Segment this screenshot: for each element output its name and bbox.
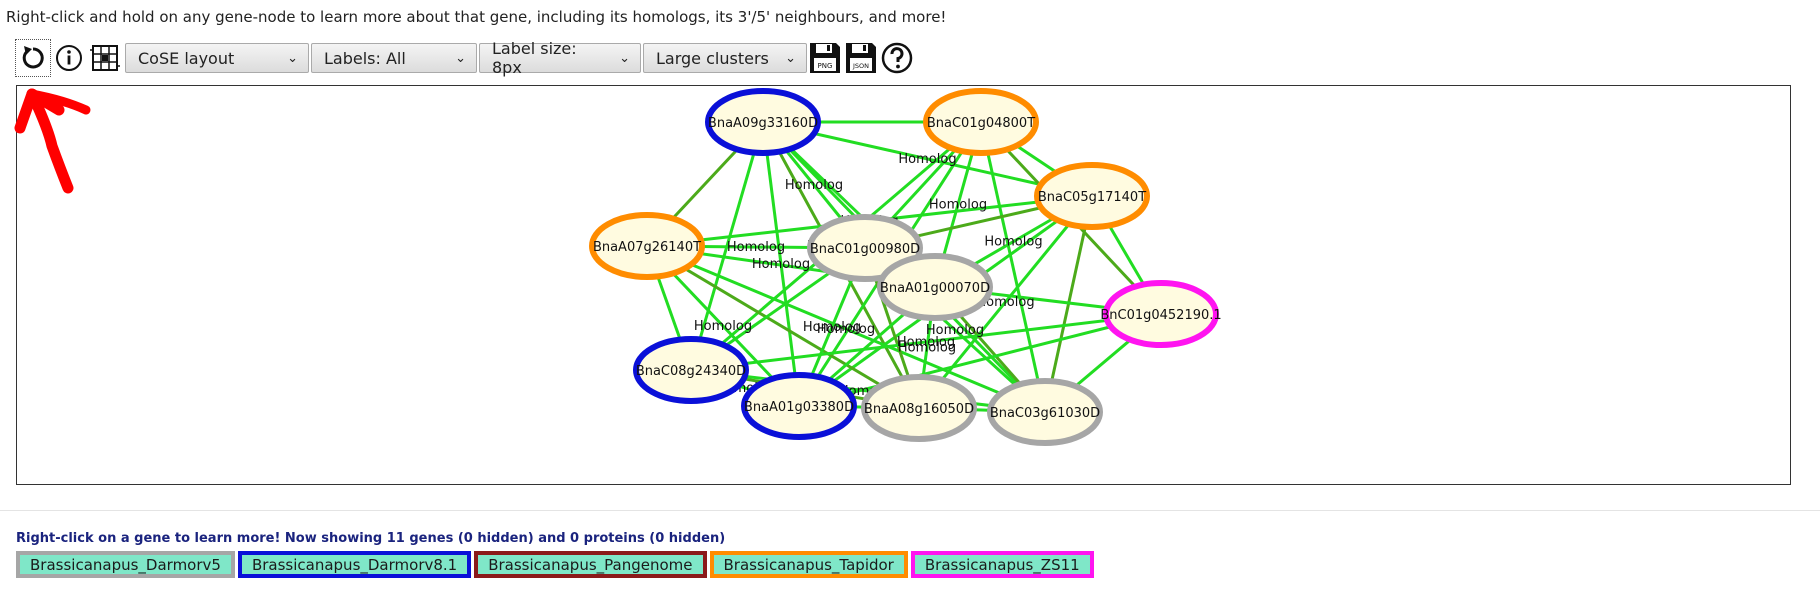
- info-button[interactable]: [51, 39, 87, 77]
- legend-item[interactable]: Brassicanapus_Darmorv5: [16, 551, 235, 578]
- floppy-disk-icon: JSON: [846, 43, 876, 73]
- gene-node-label: BnaC01g00980D: [810, 242, 920, 257]
- label-size-select-value: Label size: 8px: [492, 39, 577, 77]
- gene-node-label: BnaA07g26140T: [593, 240, 701, 255]
- instruction-text: Right-click and hold on any gene-node to…: [6, 8, 947, 26]
- gene-node[interactable]: BnaC01g04800T: [923, 88, 1039, 156]
- homolog-edge: [690, 312, 1162, 372]
- gene-node[interactable]: BnaA01g03380D: [741, 372, 857, 440]
- gene-node-shape[interactable]: [1034, 162, 1150, 230]
- chevron-down-icon: ⌄: [455, 50, 466, 66]
- edge-label: Homolog: [926, 323, 984, 338]
- clusters-select-value: Large clusters: [656, 48, 769, 68]
- layout-select-value: CoSE layout: [138, 48, 235, 68]
- gene-network-graph[interactable]: HomologHomologHomologHomologHomologHomol…: [17, 86, 1790, 484]
- layout-select[interactable]: CoSE layout ⌄: [125, 43, 309, 73]
- edge-label: Homolog: [817, 322, 875, 337]
- gene-node-label: BnaA01g03380D: [744, 400, 854, 415]
- gene-node[interactable]: BnC01g0452190.1: [1100, 280, 1222, 348]
- gene-node-label: BnaA09g33160D: [708, 116, 818, 131]
- gene-node-shape[interactable]: [861, 374, 977, 442]
- clusters-select[interactable]: Large clusters ⌄: [643, 43, 807, 73]
- gene-node-label: BnaA01g00070D: [880, 281, 990, 296]
- gene-node-shape[interactable]: [877, 253, 993, 321]
- status-text: Right-click on a gene to learn more! Now…: [16, 531, 726, 546]
- reset-button[interactable]: [15, 39, 51, 77]
- labels-select[interactable]: Labels: All ⌄: [311, 43, 477, 73]
- chevron-down-icon: ⌄: [619, 50, 630, 66]
- homolog-edge: [646, 244, 920, 410]
- red-arrow-annotation: [14, 88, 91, 194]
- gene-node[interactable]: BnaC08g24340D: [633, 336, 749, 404]
- gene-node[interactable]: BnaA07g26140T: [589, 212, 705, 280]
- legend-item[interactable]: Brassicanapus_ZS11: [910, 551, 1094, 578]
- save-json-label: JSON: [852, 62, 869, 70]
- save-png-button[interactable]: PNG: [807, 39, 843, 77]
- floppy-disk-icon: PNG: [810, 43, 840, 73]
- edge-label: Homolog: [976, 295, 1034, 310]
- homolog-edge: [690, 368, 1046, 414]
- gene-node[interactable]: BnaA09g33160D: [705, 88, 821, 156]
- info-icon: [56, 45, 82, 71]
- reset-icon: [22, 46, 44, 69]
- save-json-button[interactable]: JSON: [843, 39, 879, 77]
- gene-node[interactable]: BnaA01g00070D: [877, 253, 993, 321]
- edge-label: Homolog: [929, 198, 987, 213]
- gene-node[interactable]: BnaC03g61030D: [987, 378, 1103, 446]
- gene-node-shape[interactable]: [741, 372, 857, 440]
- gene-node-label: BnaC05g17140T: [1038, 190, 1146, 205]
- chevron-down-icon: ⌄: [785, 50, 796, 66]
- gene-node-shape[interactable]: [807, 214, 923, 282]
- gene-node-shape[interactable]: [705, 88, 821, 156]
- legend-item[interactable]: Brassicanapus_Tapidor: [709, 551, 908, 578]
- homolog-edge: [646, 244, 1046, 414]
- gene-node[interactable]: BnaC01g00980D: [807, 214, 923, 282]
- gene-node-shape[interactable]: [589, 212, 705, 280]
- gene-node[interactable]: BnaC05g17140T: [1034, 162, 1150, 230]
- grid-button[interactable]: [87, 39, 123, 77]
- edge-label: Homolog: [898, 152, 956, 167]
- legend-item[interactable]: Brassicanapus_Darmorv8.1: [237, 551, 472, 578]
- gene-node-label: BnC01g0452190.1: [1100, 308, 1221, 323]
- gene-node-label: BnaC03g61030D: [990, 406, 1100, 421]
- labels-select-value: Labels: All: [324, 48, 406, 68]
- label-size-select[interactable]: Label size: 8px ⌄: [479, 39, 641, 77]
- chevron-down-icon: ⌄: [287, 50, 298, 66]
- gene-node-shape[interactable]: [633, 336, 749, 404]
- edge-label: Homolog: [984, 235, 1042, 250]
- edge-label: Homolog: [727, 240, 785, 255]
- gene-node-shape[interactable]: [923, 88, 1039, 156]
- section-divider: [0, 510, 1820, 511]
- gene-node-label: BnaC01g04800T: [927, 116, 1035, 131]
- homolog-edge: [979, 121, 1047, 413]
- legend-item[interactable]: Brassicanapus_Pangenome: [474, 551, 707, 578]
- edge-label: Homolog: [694, 319, 752, 334]
- network-nodes[interactable]: BnaA09g33160D BnaC01g04800T BnaC05g17140T B…: [589, 88, 1222, 446]
- edge-label: Homolog: [752, 257, 810, 272]
- edge-label: Homolog: [785, 178, 843, 193]
- edge-label: Homolog: [897, 335, 955, 350]
- help-icon: [881, 42, 913, 74]
- edge-label: Homolog: [898, 341, 956, 356]
- edge-label: Homolog: [803, 320, 861, 335]
- gene-node[interactable]: BnaA08g16050D: [861, 374, 977, 442]
- grid-icon: [90, 45, 120, 71]
- help-button[interactable]: [879, 39, 915, 77]
- gene-node-label: BnaC08g24340D: [636, 364, 746, 379]
- gene-node-label: BnaA08g16050D: [864, 402, 974, 417]
- save-png-label: PNG: [818, 62, 833, 70]
- gene-node-shape[interactable]: [1103, 280, 1219, 348]
- graph-toolbar: CoSE layout ⌄ Labels: All ⌄ Label size: …: [15, 38, 915, 78]
- gene-node-shape[interactable]: [987, 378, 1103, 446]
